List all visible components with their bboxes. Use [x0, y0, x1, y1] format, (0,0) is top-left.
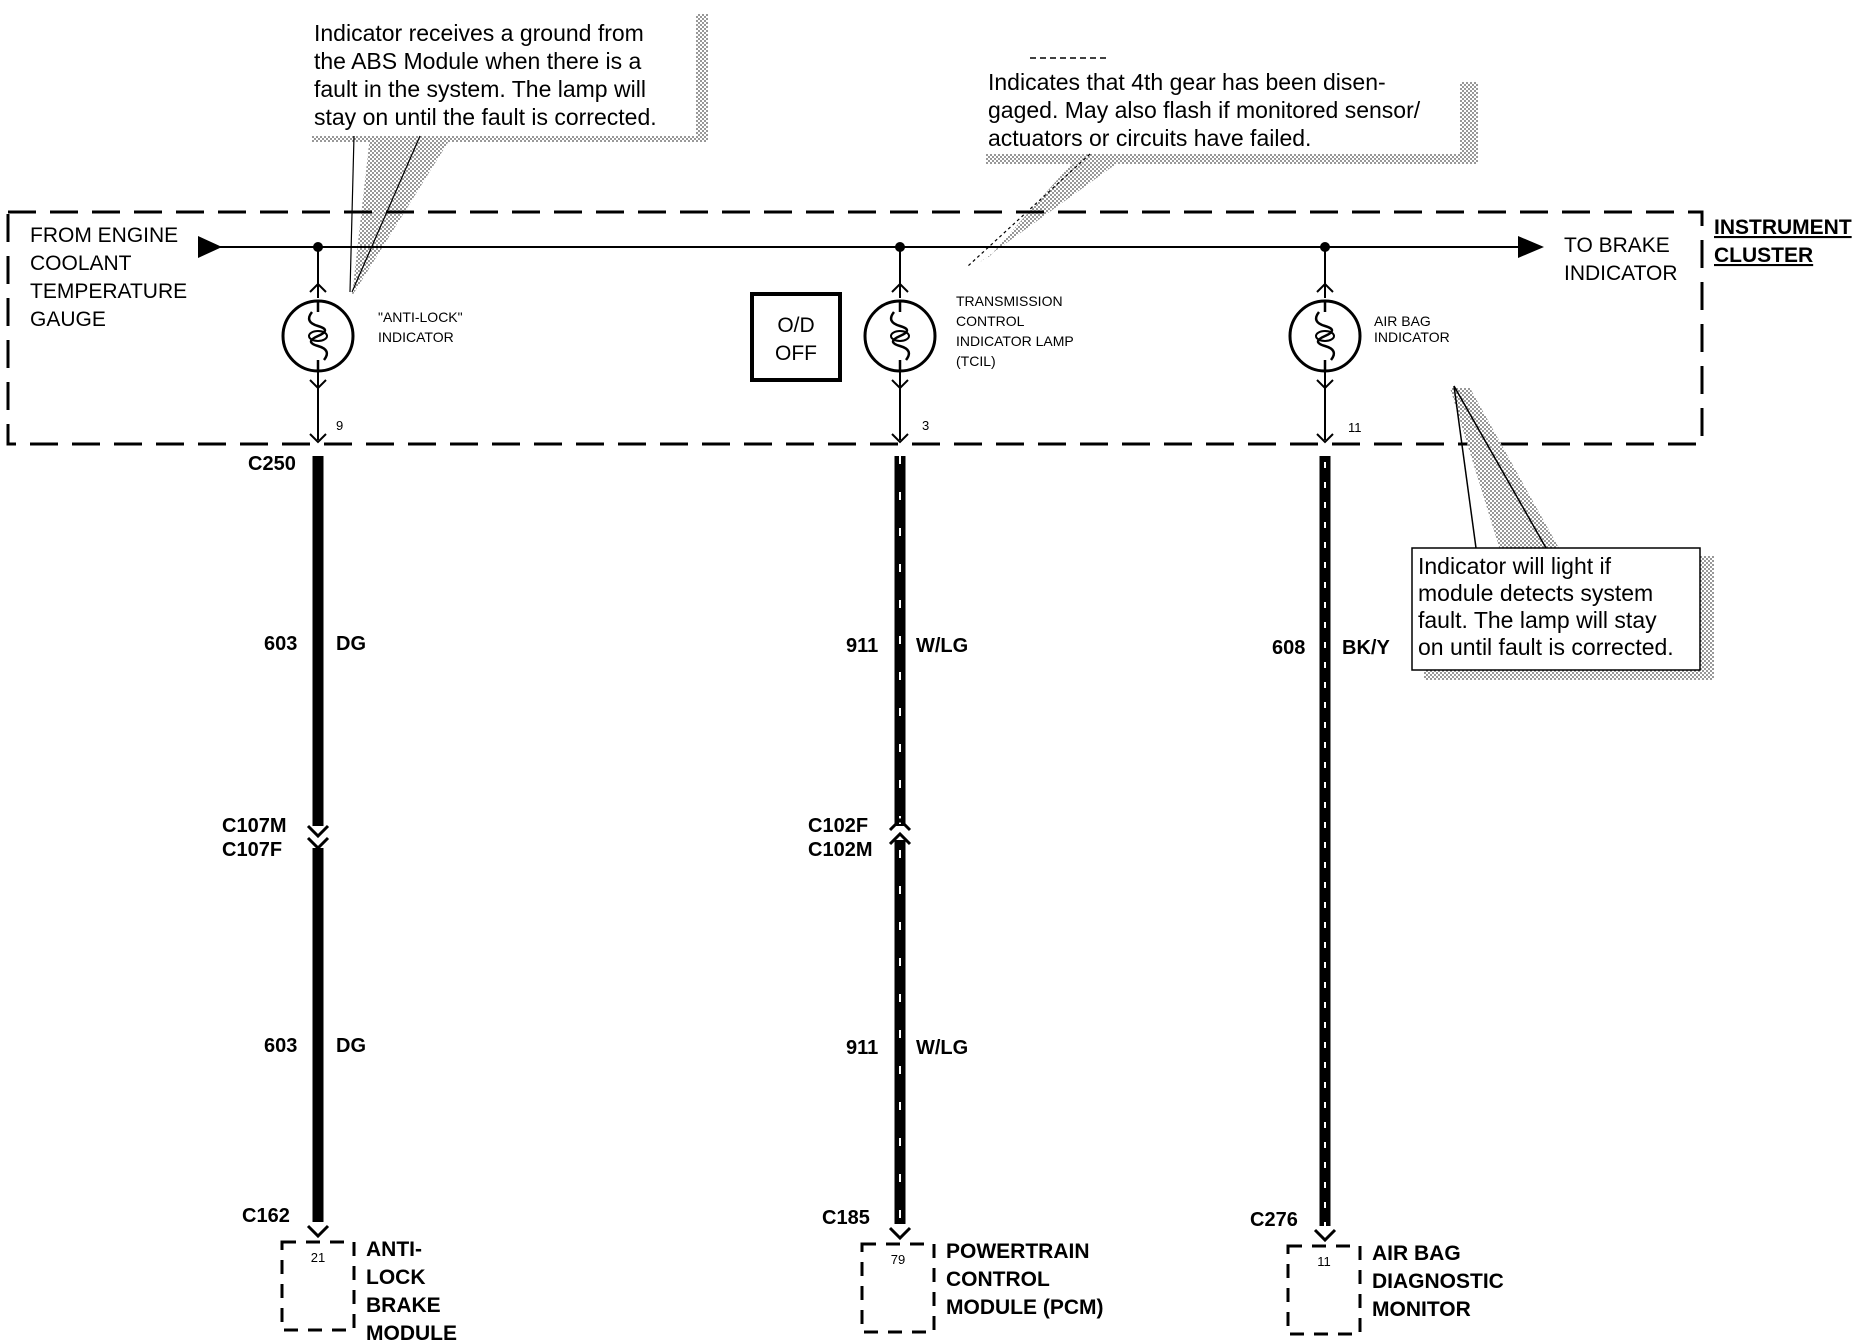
anti-lock-label-2: INDICATOR: [378, 329, 454, 345]
right-wire1-color: BK/Y: [1342, 637, 1390, 659]
tcil-label-1: TRANSMISSION: [956, 293, 1063, 309]
source-label-3: TEMPERATURE: [30, 280, 187, 303]
abs-note-callout: Indicator receives a ground from the ABS…: [304, 8, 708, 296]
bulb-icon: [889, 300, 911, 372]
left-inline-connector-female: [306, 836, 330, 851]
abs-note-line-2: the ABS Module when there is a: [314, 48, 642, 74]
middle-inline-connector-male: [888, 831, 912, 846]
source-label-2: COOLANT: [30, 252, 132, 275]
dest-label-1: TO BRAKE: [1564, 234, 1670, 257]
air-bag-lamp: [1288, 247, 1362, 444]
od-off-label-1: O/D: [777, 314, 814, 337]
left-pin-top: 9: [336, 418, 343, 433]
middle-wire2-num: 911: [846, 1037, 878, 1059]
bulb-icon: [1314, 300, 1336, 372]
anti-lock-label-1: "ANTI-LOCK": [378, 309, 463, 325]
airbag-note-line-4: on until fault is corrected.: [1418, 634, 1674, 660]
middle-wire1-color: W/LG: [916, 635, 968, 657]
instrument-cluster-label-1: INSTRUMENT: [1714, 216, 1852, 239]
middle-module-2: CONTROL: [946, 1268, 1050, 1291]
right-conn-bottom: C276: [1250, 1209, 1298, 1231]
anti-lock-brake-module: [280, 1240, 356, 1332]
airbag-note-callout: Indicator will light if module detects s…: [1411, 385, 1714, 680]
left-wire1-num: 603: [264, 633, 297, 655]
dest-label-2: INDICATOR: [1564, 262, 1678, 285]
instrument-cluster-boundary: [6, 210, 1704, 446]
air-bag-label-1: AIR BAG: [1374, 313, 1431, 329]
airbag-note-line-2: module detects system: [1418, 580, 1653, 606]
middle-inline-b: C102M: [808, 839, 872, 861]
right-bottom-connector: [1313, 1228, 1337, 1243]
middle-pin-top: 3: [922, 418, 929, 433]
middle-bottom-connector: [888, 1226, 912, 1241]
abs-note-line-4: stay on until the fault is corrected.: [314, 104, 657, 130]
left-conn-top: C250: [248, 453, 296, 475]
middle-inline-connector: [888, 817, 912, 832]
middle-module-3: MODULE (PCM): [946, 1296, 1103, 1319]
left-inline-connector: [306, 824, 330, 839]
middle-wire1-num: 911: [846, 635, 878, 657]
abs-note-line-3: fault in the system. The lamp will: [314, 76, 646, 102]
left-module-4: MODULE: [366, 1322, 457, 1344]
airbag-note-line-3: fault. The lamp will stay: [1418, 607, 1657, 633]
source-label-4: GAUGE: [30, 308, 106, 331]
tcil-note-line-3: actuators or circuits have failed.: [988, 125, 1311, 151]
tcil-label-2: CONTROL: [956, 313, 1025, 329]
tcil-label-3: INDICATOR LAMP: [956, 333, 1074, 349]
abs-note-line-1: Indicator receives a ground from: [314, 20, 644, 46]
middle-conn-bottom: C185: [822, 1207, 870, 1229]
bus-input-arrow: [198, 236, 222, 258]
middle-inline-a: C102F: [808, 815, 868, 837]
right-wire1-num: 608: [1272, 637, 1305, 659]
left-wire2-num: 603: [264, 1035, 297, 1057]
right-pin-bottom: 11: [1317, 1254, 1331, 1269]
tcil-lamp: [863, 247, 937, 444]
air-bag-label-2: INDICATOR: [1374, 329, 1450, 345]
middle-module-1: POWERTRAIN: [946, 1240, 1090, 1263]
right-module-1: AIR BAG: [1372, 1242, 1461, 1265]
left-module-1: ANTI-: [366, 1238, 422, 1261]
bulb-icon: [307, 300, 329, 372]
left-inline-a: C107M: [222, 815, 286, 837]
right-module-2: DIAGNOSTIC: [1372, 1270, 1504, 1293]
anti-lock-lamp: [281, 247, 355, 444]
left-wire1-color: DG: [336, 633, 366, 655]
right-module-3: MONITOR: [1372, 1298, 1471, 1321]
left-module-3: BRAKE: [366, 1294, 441, 1317]
powertrain-control-module: [860, 1242, 936, 1334]
middle-wire2-color: W/LG: [916, 1037, 968, 1059]
left-inline-b: C107F: [222, 839, 282, 861]
tcil-note-callout: Indicates that 4th gear has been disen- …: [967, 57, 1478, 267]
instrument-cluster-label-2: CLUSTER: [1714, 244, 1813, 267]
airbag-note-line-1: Indicator will light if: [1418, 553, 1612, 579]
tcil-note-line-2: gaged. May also flash if monitored senso…: [988, 97, 1421, 123]
right-pin-top: 11: [1348, 420, 1362, 435]
left-pin-bottom: 21: [311, 1250, 325, 1265]
left-conn-bottom: C162: [242, 1205, 290, 1227]
source-label-1: FROM ENGINE: [30, 224, 178, 247]
tcil-label-4: (TCIL): [956, 353, 996, 369]
air-bag-diagnostic-monitor: [1286, 1244, 1362, 1336]
tcil-note-line-1: Indicates that 4th gear has been disen-: [988, 69, 1386, 95]
od-off-label-2: OFF: [775, 342, 817, 365]
middle-pin-bottom: 79: [891, 1252, 905, 1267]
od-off-switch: O/D OFF: [750, 292, 842, 382]
left-bottom-connector: [306, 1224, 330, 1239]
left-wire2-color: DG: [336, 1035, 366, 1057]
bus-output-arrow: [1518, 236, 1544, 258]
left-module-2: LOCK: [366, 1266, 426, 1289]
